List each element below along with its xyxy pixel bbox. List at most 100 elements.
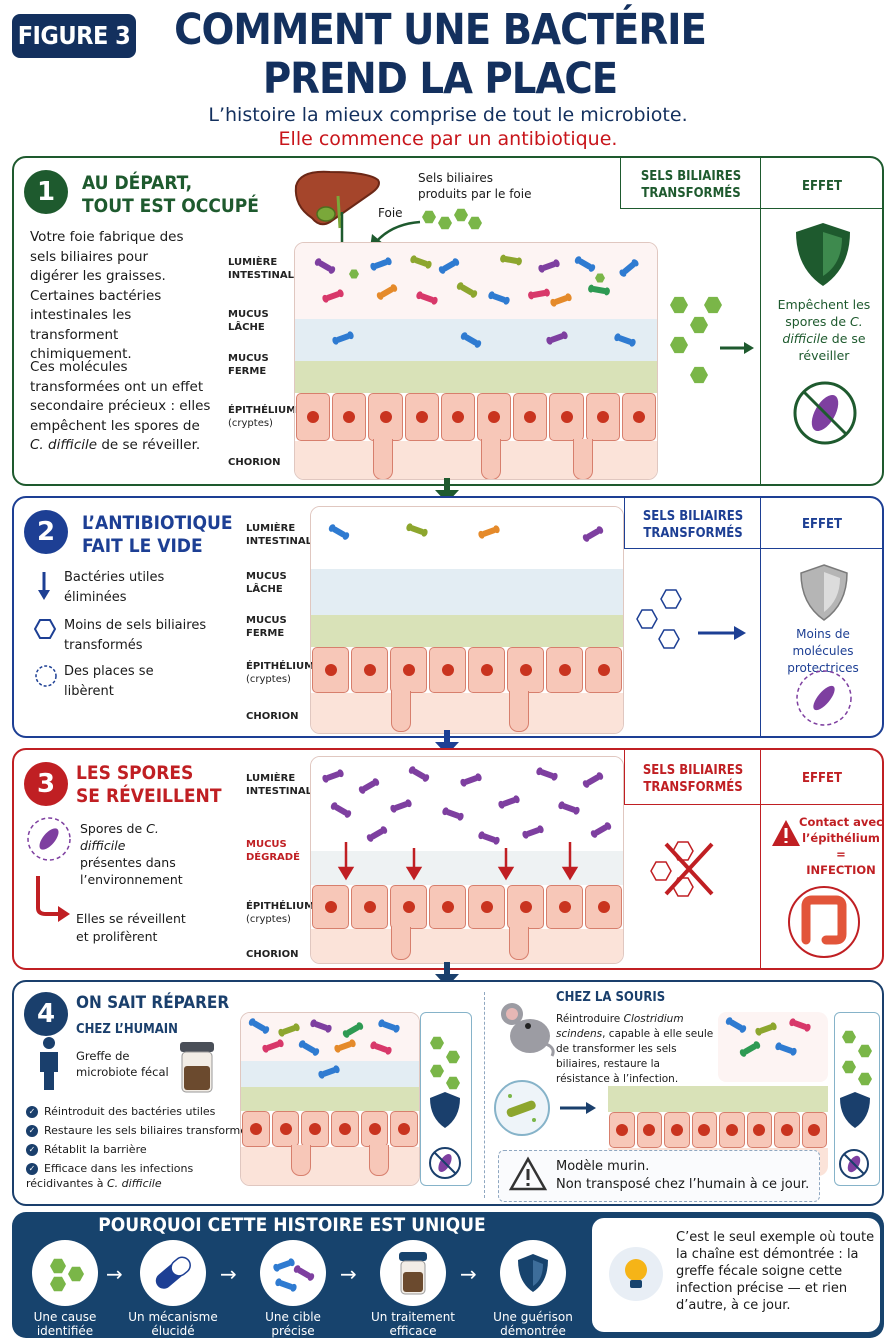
label-epithelium: ÉPITHÉLIUM(cryptes) [246, 661, 315, 685]
wake-arrow-icon [36, 876, 70, 922]
fecal-jar-icon [399, 1252, 427, 1295]
text2-a: Ces molécules transformées ont un effet … [30, 359, 211, 434]
bile-salt-hex [468, 216, 482, 230]
panel-1-text-2: Ces molécules transformées ont un effet … [30, 358, 212, 456]
p2-effect-text: Moins de molécules protectrices [787, 627, 859, 675]
check-item-2: ✓Restaure les sels biliaires transformés [26, 1123, 253, 1138]
shield-icon [518, 1254, 548, 1292]
invasion-arrows [337, 842, 579, 881]
title-line-2: PREND LA PLACE [262, 54, 618, 104]
spores-text: Spores de C. difficile présentes dans l’… [80, 821, 183, 887]
mouse-warning-box [498, 1150, 820, 1202]
bile-label: Sels biliaires produits par le foie [418, 170, 532, 202]
legend-item-2: Moins de sels biliaires transformés [64, 618, 207, 653]
liver-label: Foie [378, 206, 403, 220]
bile-salt-hex [454, 208, 468, 222]
blocked-hexagons-icon [650, 841, 714, 897]
p3-effect-head: EFFET [802, 771, 842, 786]
subtitle-2: Elle commence par un antibiotique. [278, 128, 618, 150]
warning-text: Modèle murin.Non transposé chez l’humain… [556, 1159, 810, 1192]
arrow-right-icon [560, 1102, 596, 1114]
check-item-4: ✓Efficace dans les infections récidivant… [26, 1162, 194, 1190]
mouse-icon [501, 1003, 555, 1057]
epithelium-cells [295, 393, 657, 441]
person-icon [40, 1037, 58, 1090]
step-arrow: → [220, 1262, 237, 1286]
step-arrow: → [106, 1262, 123, 1286]
step-cause-circle [32, 1240, 98, 1306]
figure-badge: FIGURE 3 [12, 14, 136, 58]
step-arrow: → [340, 1262, 357, 1286]
capsule-icon [155, 1256, 191, 1289]
empty-place-icon [35, 665, 57, 687]
panel-1-text-1: Votre foie fabrique des sels biliaires p… [30, 229, 184, 362]
hexagon-icon [34, 619, 56, 639]
intestine-diagram-1 [294, 242, 658, 480]
arrow-down-icon [38, 572, 50, 600]
empty-hexagons-icon [636, 589, 682, 649]
no-spore-icon [839, 1149, 869, 1179]
panel-2-number: 2 [24, 510, 68, 554]
intestine-diagram-2 [310, 506, 624, 734]
label-epithelium: ÉPITHÉLIUM(cryptes) [228, 405, 297, 429]
bottom-title: POURQUOI CETTE HISTOIRE EST UNIQUE [98, 1214, 486, 1236]
legend-item-1: Bactéries utiles éliminées [64, 570, 165, 605]
mouse-head: CHEZ LA SOURIS [556, 990, 666, 1005]
panel-1-title-l1: AU DÉPART, [82, 172, 193, 194]
panel-4-title: ON SAIT RÉPARER [76, 993, 230, 1013]
shield-icon [840, 1092, 870, 1128]
bile-salt-hex [438, 216, 452, 230]
label-chorion: CHORION [246, 711, 299, 722]
legend-item-3: Des places se libèrent [64, 664, 154, 699]
p1-effect-head: EFFET [802, 179, 842, 194]
chorion-layer [295, 441, 657, 479]
human-side-box [420, 1012, 472, 1186]
label-epithelium: ÉPITHÉLIUM(cryptes) [246, 901, 315, 925]
fecal-jar-icon [180, 1042, 214, 1093]
lightbulb-icon [609, 1247, 663, 1301]
wake-text: Elles se réveillent et prolifèrent [76, 911, 186, 944]
step-arrow: → [460, 1262, 477, 1286]
intestine-diagram-3 [310, 756, 624, 964]
spore-icon [796, 670, 852, 726]
conclusion-text: C’est le seul exemple où toute la chaîne… [676, 1230, 875, 1313]
label-chorion: CHORION [228, 457, 281, 468]
colon-icon [788, 886, 860, 958]
spore-icon [27, 817, 71, 861]
title-line-1: COMMENT UNE BACTÉRIE [174, 5, 707, 55]
no-spore-icon [793, 381, 857, 445]
bile-salt-hex [422, 210, 436, 224]
weak-shield-icon [800, 564, 848, 621]
page-title: COMMENT UNE BACTÉRIE PREND LA PLACE [160, 6, 720, 104]
mouse-side-box [834, 1012, 880, 1186]
mucus-firm-layer [295, 361, 657, 393]
step-target-circle [260, 1240, 326, 1306]
warning-icon [772, 820, 800, 846]
p2-effect-head: EFFET [802, 517, 842, 532]
human-head: CHEZ L’HUMAIN [76, 1022, 178, 1037]
check-item-3: ✓Rétablit la barrière [26, 1142, 147, 1157]
text2-b: de se réveiller. [97, 437, 201, 453]
shield-icon [430, 1092, 460, 1128]
panel-1-title-l2: TOUT EST OCCUPÉ [82, 195, 259, 217]
panel-1-number: 1 [24, 170, 68, 214]
liver-icon [294, 170, 380, 229]
